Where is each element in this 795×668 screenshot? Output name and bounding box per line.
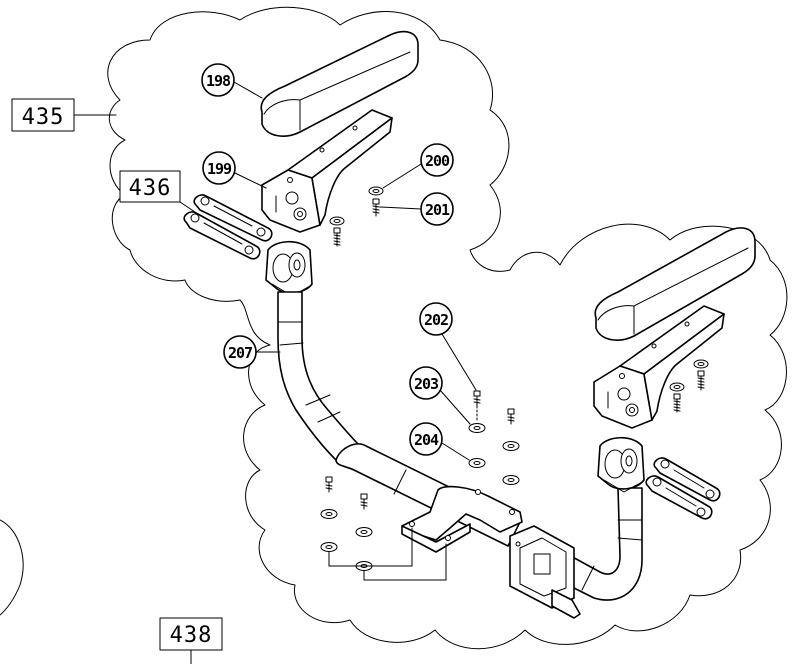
screw-washer-left-lower [329, 216, 345, 247]
callout-203-text: 203 [414, 375, 439, 393]
callout-207: 207 [223, 335, 281, 369]
center-clamp-bracket [401, 485, 523, 553]
tube-frame [277, 291, 643, 601]
screw-washer-202-204 [468, 390, 486, 468]
armpad-left [260, 30, 419, 137]
slide-bracket [509, 525, 581, 619]
arm-bracket-right [593, 305, 725, 429]
assembly-label-435: 435 [11, 98, 117, 132]
assembly-438-boundary-fragment [0, 519, 24, 616]
screw-washer-column-left-a [320, 476, 338, 552]
assembly-label-435-text: 435 [22, 105, 65, 130]
callout-199: 199 [202, 151, 267, 189]
callout-202: 202 [419, 302, 477, 391]
post-mount-right [597, 436, 645, 493]
armpad-right [594, 227, 756, 341]
washer-leader-lines [328, 527, 447, 581]
assembly-label-436: 436 [119, 170, 196, 213]
callout-207-text: 207 [228, 344, 252, 362]
callout-198-text: 198 [206, 72, 231, 90]
slide-plates-right [645, 457, 721, 520]
screw-washer-200-201 [368, 186, 384, 217]
screw-washer-right-a [693, 359, 709, 391]
slide-plates-left [183, 194, 273, 260]
assembly-label-438-text: 438 [170, 623, 213, 648]
callout-200-text: 200 [425, 152, 450, 170]
callout-202-text: 202 [424, 311, 448, 329]
callout-200: 200 [382, 143, 454, 189]
post-mount-left [265, 240, 313, 297]
assembly-label-436-text: 436 [129, 176, 172, 201]
arm-bracket-left [261, 109, 393, 233]
callout-203: 203 [409, 366, 471, 425]
assembly-label-438: 438 [159, 617, 223, 665]
callout-201: 201 [379, 192, 454, 226]
callout-204: 204 [409, 422, 470, 461]
screw-washer-right-b [669, 382, 685, 413]
callout-201-text: 201 [425, 201, 450, 219]
callout-198: 198 [201, 63, 263, 99]
screw-washer-column-left-b [355, 493, 373, 571]
callout-199-text: 199 [207, 160, 232, 178]
callout-204-text: 204 [414, 431, 439, 449]
screw-washer-column-right [502, 408, 520, 485]
assembly-435-boundary [107, 6, 788, 650]
